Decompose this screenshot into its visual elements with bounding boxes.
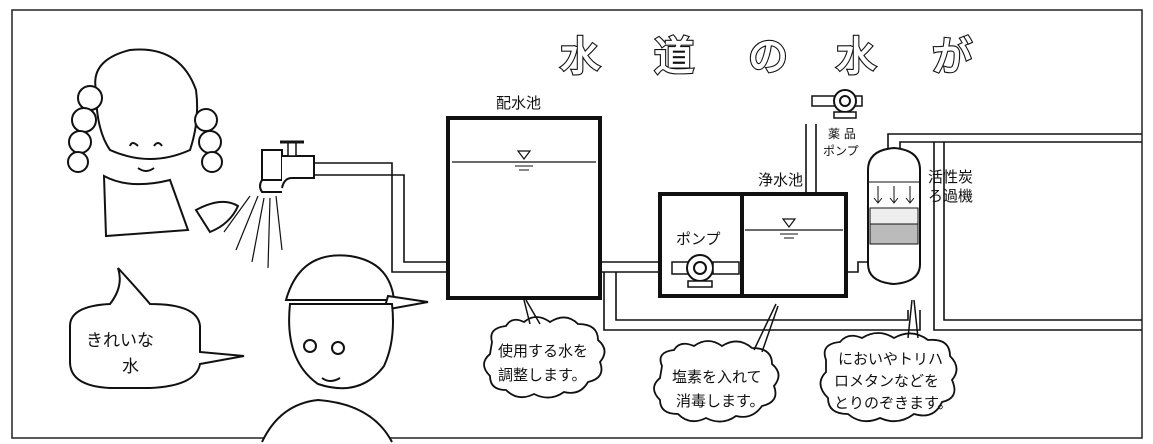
chemical-pump: 薬 品 ポンプ xyxy=(811,89,863,158)
chlorine-note-1: 塩素を入れて xyxy=(672,368,762,386)
kid-bubble-line-2: 水 xyxy=(122,357,139,377)
title-char-5: が xyxy=(932,34,974,80)
faucet-icon xyxy=(223,140,315,269)
filter-note-3: とりのぞきます。 xyxy=(834,394,953,412)
kid-bubble-line-1: きれいな xyxy=(86,331,154,351)
boy-illustration xyxy=(261,254,429,443)
filter-note-2: ロメタンなどを xyxy=(834,372,939,390)
water-level-icon xyxy=(515,150,533,171)
carbon-filter: 活性炭 ろ過機 xyxy=(867,146,973,286)
girl-illustration xyxy=(67,48,240,238)
reservoir-note-2: 調整します。 xyxy=(498,366,587,384)
kid-speech-bubble: きれいな 水 xyxy=(69,267,245,389)
distribution-reservoir: 配水池 xyxy=(446,94,602,300)
title-char-3: の xyxy=(748,34,790,80)
chlorine-note-2: 消毒します。 xyxy=(676,392,765,410)
clean-reservoir-label: 浄水池 xyxy=(758,171,803,189)
callout-reservoir: 使用する水を 調整します。 xyxy=(483,299,606,399)
filter-label-1: 活性炭 xyxy=(928,168,973,186)
chemical-label-1: 薬 品 xyxy=(828,127,856,141)
pump-icon xyxy=(671,254,740,288)
water-level-icon xyxy=(780,218,798,239)
chemical-label-2: ポンプ xyxy=(823,144,859,158)
clean-water-reservoir: 浄水池 ポンプ xyxy=(658,171,848,298)
frame xyxy=(11,9,1143,439)
title-char-2: 道 xyxy=(654,34,696,80)
callout-filter: においやトリハ ロメタンなどを とりのぞきます。 xyxy=(819,299,958,423)
filter-label-2: ろ過機 xyxy=(928,187,973,205)
reservoir-note-1: 使用する水を xyxy=(498,342,588,360)
reservoir-label: 配水池 xyxy=(496,94,541,112)
title-char-4: 水 xyxy=(836,34,878,80)
callout-chlorine: 塩素を入れて 消毒します。 xyxy=(653,303,780,423)
pump-label: ポンプ xyxy=(676,230,721,248)
pump-icon xyxy=(811,89,863,119)
title: 水 道 の 水 が xyxy=(559,33,974,81)
title-char-1: 水 xyxy=(560,34,602,80)
filter-note-1: においやトリハ xyxy=(838,350,943,368)
